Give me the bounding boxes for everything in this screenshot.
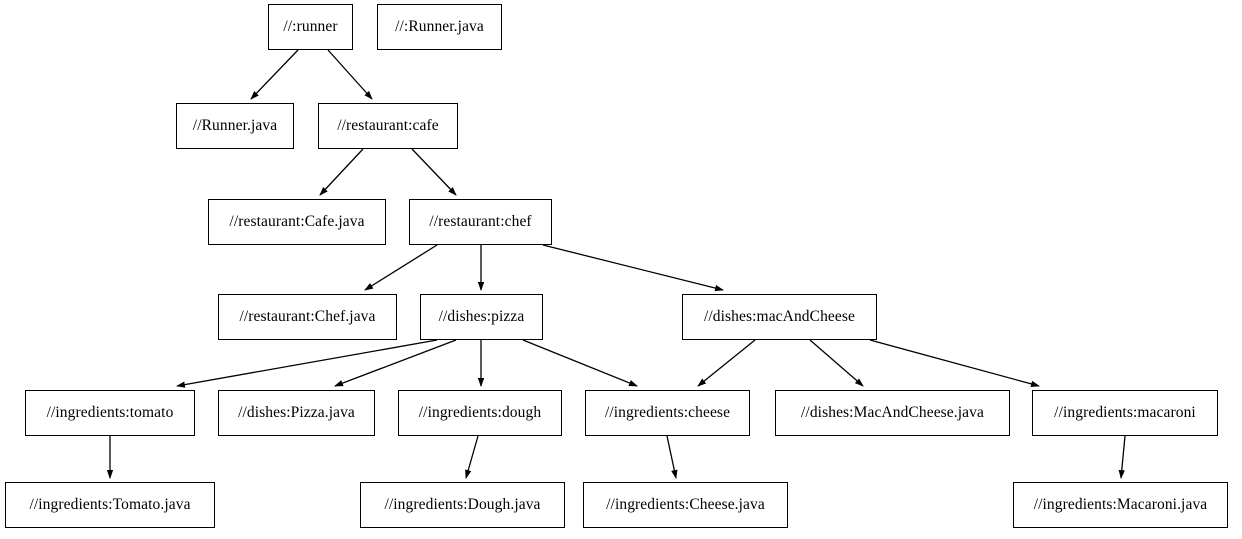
graph-node-pizza_java[interactable]: //dishes:Pizza.java <box>218 390 375 436</box>
graph-edge-macandcheese-to-cheese <box>697 339 756 387</box>
graph-edge-chef-to-macandcheese <box>542 244 724 292</box>
graph-node-dough[interactable]: //ingredients:dough <box>398 390 562 436</box>
graph-edge-chef-to-chef_java <box>364 244 438 291</box>
graph-edge-macandcheese-to-macandcheese_java <box>809 339 864 387</box>
graph-node-label: //ingredients:macaroni <box>1054 404 1196 422</box>
graph-edge-cheese-to-cheese_java <box>666 435 678 479</box>
graph-node-cafe[interactable]: //restaurant:cafe <box>318 103 458 149</box>
graph-node-label: //Runner.java <box>192 117 278 135</box>
graph-node-label: //ingredients:Dough.java <box>384 496 541 514</box>
graph-node-tomato[interactable]: //ingredients:tomato <box>25 390 195 436</box>
graph-node-label: //dishes:pizza <box>438 308 525 326</box>
graph-edge-runner-to-cafe <box>327 49 373 100</box>
graph-node-cheese[interactable]: //ingredients:cheese <box>585 390 750 436</box>
graph-node-label: //restaurant:chef <box>429 213 532 231</box>
graph-node-macaroni_java[interactable]: //ingredients:Macaroni.java <box>1013 482 1228 528</box>
graph-edge-pizza-to-cheese <box>522 339 638 387</box>
graph-node-label: //:Runner.java <box>395 18 484 36</box>
graph-node-cheese_java[interactable]: //ingredients:Cheese.java <box>583 482 788 528</box>
graph-node-pizza[interactable]: //dishes:pizza <box>420 294 543 340</box>
graph-node-runner[interactable]: //:runner <box>268 4 353 50</box>
graph-node-macandcheese_java[interactable]: //dishes:MacAndCheese.java <box>775 390 1010 436</box>
graph-edge-runner-to-runner_java <box>250 49 299 100</box>
graph-node-tomato_java[interactable]: //ingredients:Tomato.java <box>5 482 215 528</box>
graph-node-label: //dishes:Pizza.java <box>238 404 355 422</box>
graph-node-cafe_java[interactable]: //restaurant:Cafe.java <box>208 199 386 245</box>
graph-node-label: //dishes:MacAndCheese.java <box>801 404 984 422</box>
graph-edge-pizza-to-tomato <box>176 339 438 388</box>
graph-node-label: //ingredients:cheese <box>604 404 731 422</box>
graph-node-label: //restaurant:cafe <box>337 117 439 135</box>
graph-node-label: //restaurant:Chef.java <box>239 308 376 326</box>
graph-node-label: //ingredients:Macaroni.java <box>1033 496 1208 514</box>
graph-node-label: //ingredients:Cheese.java <box>606 496 765 514</box>
graph-edge-cafe-to-cafe_java <box>319 148 364 196</box>
graph-node-label: //ingredients:tomato <box>46 404 174 422</box>
graph-node-runner_java[interactable]: //Runner.java <box>176 103 294 149</box>
graph-node-label: //restaurant:Cafe.java <box>229 213 365 231</box>
graph-node-label: //ingredients:Tomato.java <box>29 496 191 514</box>
graph-node-macaroni[interactable]: //ingredients:macaroni <box>1032 390 1218 436</box>
graph-node-dough_java[interactable]: //ingredients:Dough.java <box>360 482 565 528</box>
graph-node-root_runner_java[interactable]: //:Runner.java <box>377 4 502 50</box>
graph-node-label: //:runner <box>283 18 338 36</box>
graph-edge-macaroni-to-macaroni_java <box>1118 435 1126 479</box>
graph-node-chef[interactable]: //restaurant:chef <box>409 199 552 245</box>
graph-node-label: //dishes:macAndCheese <box>703 308 856 326</box>
graph-node-chef_java[interactable]: //restaurant:Chef.java <box>218 294 397 340</box>
graph-node-label: //ingredients:dough <box>418 404 542 422</box>
graph-edge-pizza-to-pizza_java <box>334 339 457 387</box>
graph-edge-dough-to-dough_java <box>465 435 479 479</box>
graph-edge-cafe-to-chef <box>411 148 457 196</box>
graph-node-macandcheese[interactable]: //dishes:macAndCheese <box>682 294 877 340</box>
graph-edge-macandcheese-to-macaroni <box>869 339 1040 387</box>
